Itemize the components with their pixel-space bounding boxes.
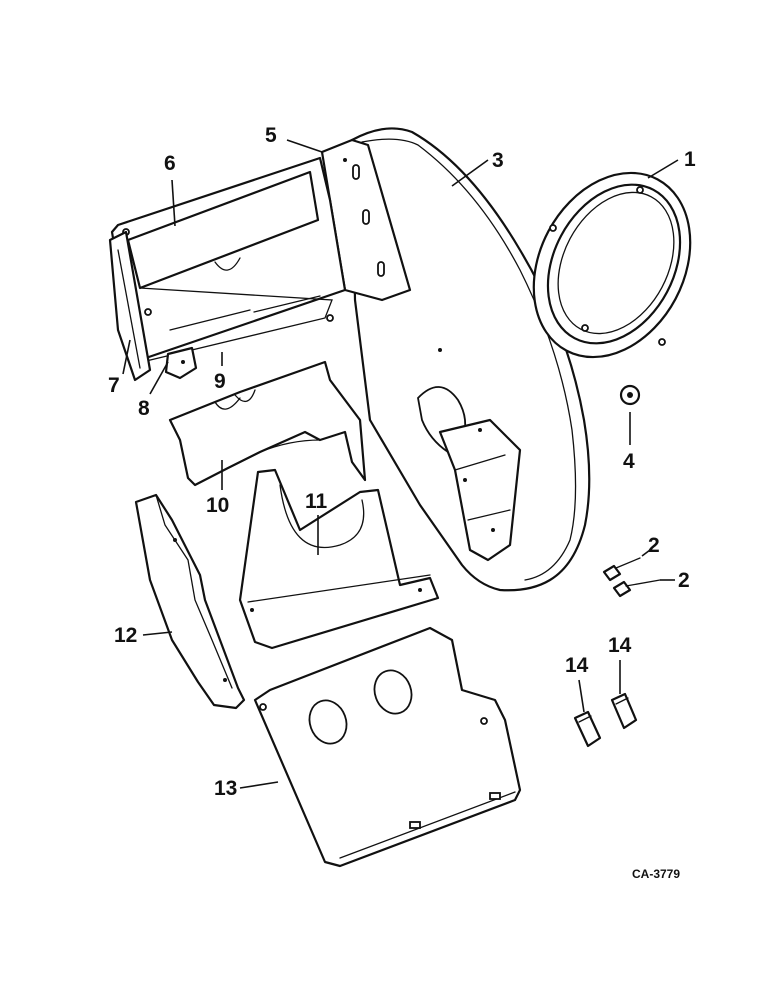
callout-1: 1 [684,148,696,171]
part-12-cover [134,493,246,710]
part-11-plate [238,468,440,650]
diagram-code: CA-3779 [632,867,680,881]
callout-8: 8 [138,397,150,420]
callout-5: 5 [265,124,277,147]
part-14-sockets [573,692,638,748]
part-13-panel [253,626,522,868]
part-10-bracket [168,360,367,487]
part-4-knob [619,384,641,406]
part-8-clip [164,346,198,380]
part-6-instrument-panel [110,156,347,363]
callout-2: 2 [678,569,690,592]
callout-6: 6 [164,152,176,175]
callout-12: 12 [114,624,137,647]
callout-11: 11 [305,490,328,513]
callout-10: 10 [206,494,229,517]
callout-14: 14 [608,634,632,657]
part-5-side-plate [320,138,412,302]
callout-4: 4 [623,450,635,473]
callout-2: 2 [648,534,660,557]
part-7-side-bracket [108,230,152,382]
callout-14: 14 [565,654,589,677]
part-1-gauge-ring [532,171,692,359]
callout-3: 3 [492,149,504,172]
callouts: 1 2 2 3 4 5 6 7 8 9 10 11 12 13 14 14 [108,124,696,800]
leader-lines [122,139,679,789]
callout-13: 13 [214,777,237,800]
callout-9: 9 [214,370,226,393]
callout-7: 7 [108,374,120,397]
part-3-housing [347,127,591,592]
part-2-screws [602,557,661,598]
